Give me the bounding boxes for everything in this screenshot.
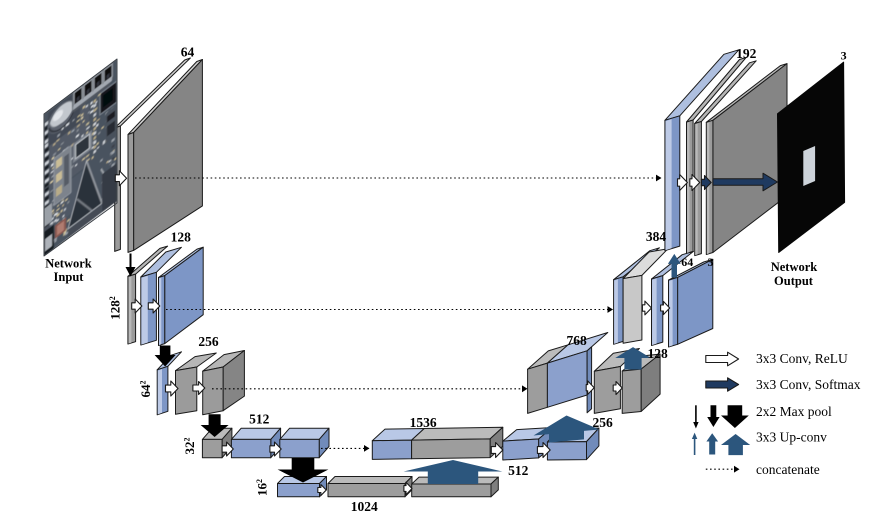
svg-text:256: 256 <box>592 415 613 430</box>
svg-text:512: 512 <box>508 463 529 478</box>
svg-text:128: 128 <box>171 230 192 245</box>
svg-text:322: 322 <box>182 438 197 455</box>
svg-text:192: 192 <box>736 46 757 61</box>
svg-text:Input: Input <box>54 270 85 284</box>
svg-text:1282: 1282 <box>108 296 123 320</box>
svg-text:3x3 Conv, ReLU: 3x3 Conv, ReLU <box>756 351 848 366</box>
svg-text:Output: Output <box>774 274 814 288</box>
svg-text:128: 128 <box>647 346 668 361</box>
svg-text:3: 3 <box>841 49 847 63</box>
svg-text:162: 162 <box>255 479 270 496</box>
svg-text:3x3 Up-conv: 3x3 Up-conv <box>756 430 827 445</box>
svg-text:384: 384 <box>646 229 667 244</box>
svg-text:2x2 Max pool: 2x2 Max pool <box>756 404 832 419</box>
svg-text:3: 3 <box>708 255 714 269</box>
svg-text:1024: 1024 <box>351 499 378 514</box>
svg-text:64: 64 <box>181 45 195 60</box>
svg-text:Network: Network <box>45 257 92 271</box>
svg-text:256: 256 <box>198 334 219 349</box>
svg-text:512: 512 <box>249 412 270 427</box>
svg-text:3x3 Conv, Softmax: 3x3 Conv, Softmax <box>756 377 861 392</box>
svg-text:642: 642 <box>138 381 153 398</box>
svg-text:concatenate: concatenate <box>756 462 820 477</box>
svg-text:768: 768 <box>566 333 587 348</box>
svg-text:64: 64 <box>681 255 693 269</box>
svg-text:Network: Network <box>771 260 818 274</box>
svg-text:1536: 1536 <box>410 415 437 430</box>
